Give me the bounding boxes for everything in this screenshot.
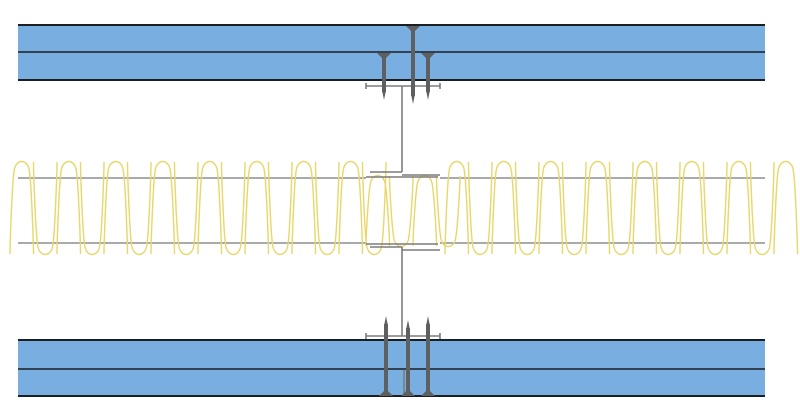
insulation-left-loop xyxy=(291,160,317,255)
insulation-left-loop xyxy=(150,160,176,255)
insulation-left-loop xyxy=(267,161,293,256)
bottom-screw-left xyxy=(379,316,393,396)
insulation-left-loop xyxy=(103,160,129,255)
insulation-left-loop xyxy=(56,160,82,255)
insulation-right-loop xyxy=(444,160,470,255)
top-screw-center xyxy=(406,26,420,104)
insulation-left-loop xyxy=(173,161,199,256)
bottom-screw-center xyxy=(401,320,415,396)
insulation-right-loop xyxy=(702,161,728,256)
stud-lower-flange xyxy=(370,246,440,251)
insulation-right-loop xyxy=(679,160,705,255)
insulation-left-loop xyxy=(361,161,387,256)
bottom-screw-right xyxy=(421,316,435,396)
stud-top-track-lip xyxy=(365,83,441,89)
insulation-left-loop xyxy=(9,160,35,255)
insulation-center-loop xyxy=(388,175,414,248)
insulation-center-loop xyxy=(365,174,391,247)
insulation-left-loop xyxy=(126,161,152,256)
top-board-assembly xyxy=(18,24,765,81)
bottom-board-upper xyxy=(18,340,765,369)
insulation-left-loop xyxy=(244,160,270,255)
top-board-upper xyxy=(18,25,765,52)
stud-upper-flange xyxy=(370,171,440,176)
insulation-right-loop xyxy=(514,161,540,256)
stud-bottom-track-lip xyxy=(365,333,441,339)
insulation-left-loop xyxy=(32,161,58,256)
fastener-group xyxy=(377,26,435,396)
insulation-right-loop xyxy=(773,160,799,255)
insulation-right-loop xyxy=(608,161,634,256)
insulation-right-loop xyxy=(467,161,493,256)
insulation-layer xyxy=(9,160,799,256)
insulation-center-loop xyxy=(412,174,438,247)
insulation-right-loop xyxy=(749,161,775,256)
top-screw-left xyxy=(377,53,391,100)
top-screw-right xyxy=(421,53,435,100)
insulation-left-loop xyxy=(314,161,340,256)
insulation-right-loop xyxy=(585,160,611,255)
top-board-lower xyxy=(18,52,765,80)
insulation-right-loop xyxy=(561,161,587,256)
insulation-left-loop xyxy=(220,161,246,256)
insulation-right-loop xyxy=(538,160,564,255)
insulation-right-loop xyxy=(491,160,517,255)
insulation-right-loop xyxy=(726,160,752,255)
insulation-left-loop xyxy=(79,161,105,256)
insulation-left-loop xyxy=(338,160,364,255)
bottom-board-assembly xyxy=(18,339,765,397)
bottom-board-lower xyxy=(18,369,765,396)
insulation-center-loop xyxy=(435,175,461,248)
insulation-left-loop xyxy=(197,160,223,255)
insulation-right-loop xyxy=(632,160,658,255)
insulation-right-loop xyxy=(655,161,681,256)
